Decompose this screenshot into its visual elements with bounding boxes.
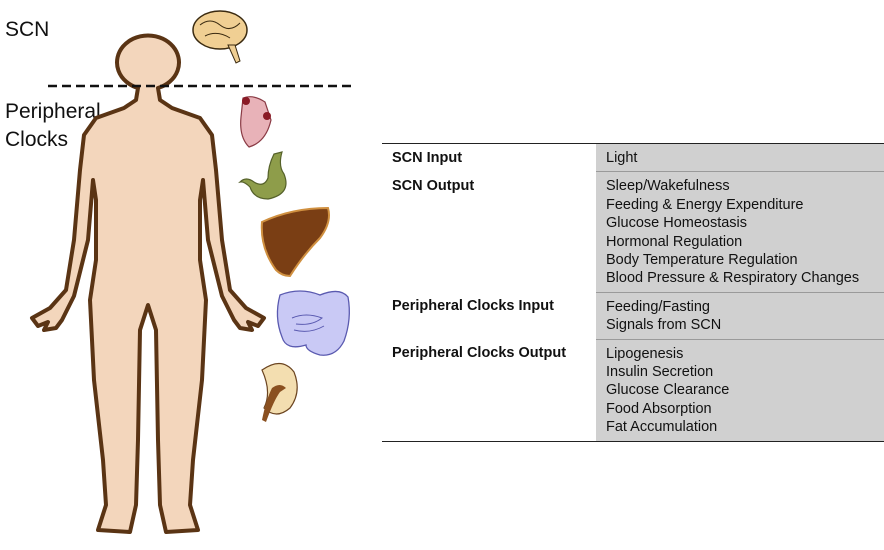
row-value-item: Sleep/Wakefulness	[606, 178, 730, 195]
row-value-item: Glucose Clearance	[606, 382, 730, 399]
row-value-item: Feeding & Energy Expenditure	[606, 196, 804, 213]
row-value-item: Signals from SCN	[606, 317, 722, 334]
heart-icon	[240, 96, 272, 148]
intestines-icon	[276, 290, 350, 356]
row-value-item: Food Absorption	[606, 400, 712, 417]
row-key: SCN Output	[382, 171, 596, 293]
row-value-item: Feeding/Fasting	[606, 298, 710, 315]
row-key: Peripheral Clocks Input	[382, 292, 596, 340]
row-value-item: Glucose Homeostasis	[606, 215, 748, 232]
row-key: SCN Input	[382, 143, 596, 172]
row-value-item: Hormonal Regulation	[606, 233, 743, 250]
human-body-silhouette	[30, 33, 266, 534]
brain-icon	[192, 10, 248, 64]
row-value-item: Lipogenesis	[606, 345, 684, 362]
row-values: Light	[596, 143, 884, 172]
row-value-item: Blood Pressure & Respiratory Changes	[606, 270, 860, 287]
scn-label: SCN	[5, 18, 50, 41]
row-value-item: Body Temperature Regulation	[606, 252, 798, 269]
row-value-item: Fat Accumulation	[606, 419, 718, 436]
kidney-icon	[261, 362, 298, 422]
stomach-icon	[238, 151, 287, 200]
row-value-item: Light	[606, 150, 638, 166]
peripheral-label-line1: Peripheral	[5, 100, 101, 123]
row-key: Peripheral Clocks Output	[382, 339, 596, 442]
row-value-item: Insulin Secretion	[606, 364, 714, 381]
liver-icon	[260, 206, 330, 278]
table-row: SCN Input Light	[382, 143, 884, 172]
peripheral-label-line2: Clocks	[5, 128, 69, 151]
